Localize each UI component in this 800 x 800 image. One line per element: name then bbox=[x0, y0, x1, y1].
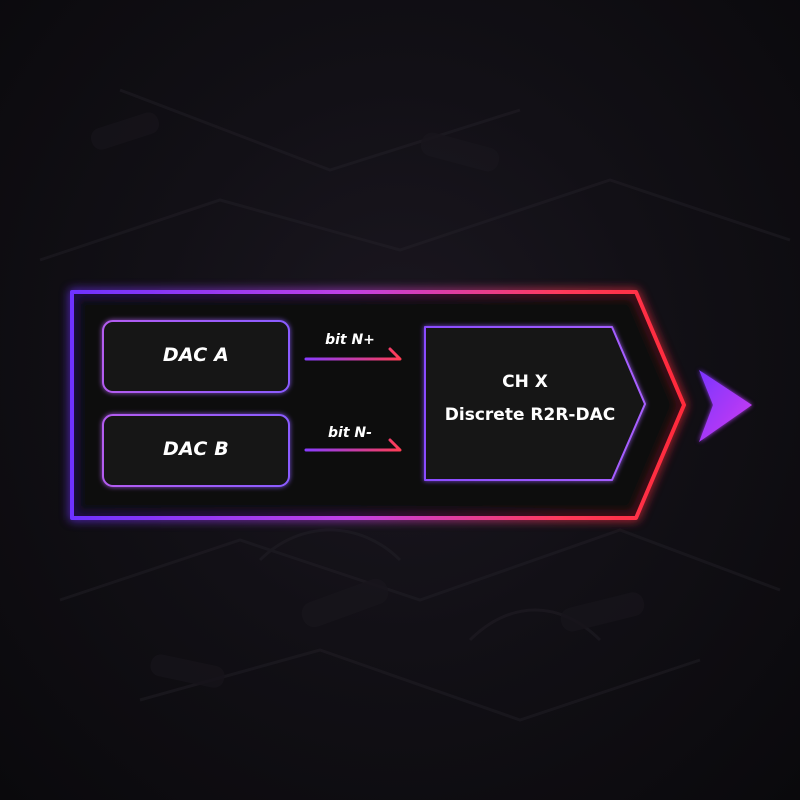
channel-title: CH X bbox=[502, 372, 548, 392]
channel-subtitle: Discrete R2R-DAC bbox=[444, 405, 616, 425]
signal-wire-top bbox=[304, 347, 402, 361]
signal-wire-bottom bbox=[304, 438, 402, 452]
dac-a-box bbox=[102, 320, 290, 393]
signal-top-label: bit N+ bbox=[325, 332, 375, 348]
dac-b-box bbox=[102, 414, 290, 487]
dac-b-label: DAC B bbox=[163, 438, 229, 460]
play-triangle-icon bbox=[699, 370, 752, 442]
signal-bottom-label: bit N- bbox=[328, 425, 372, 441]
dac-a-label: DAC A bbox=[162, 344, 230, 366]
channel-block bbox=[424, 326, 646, 481]
